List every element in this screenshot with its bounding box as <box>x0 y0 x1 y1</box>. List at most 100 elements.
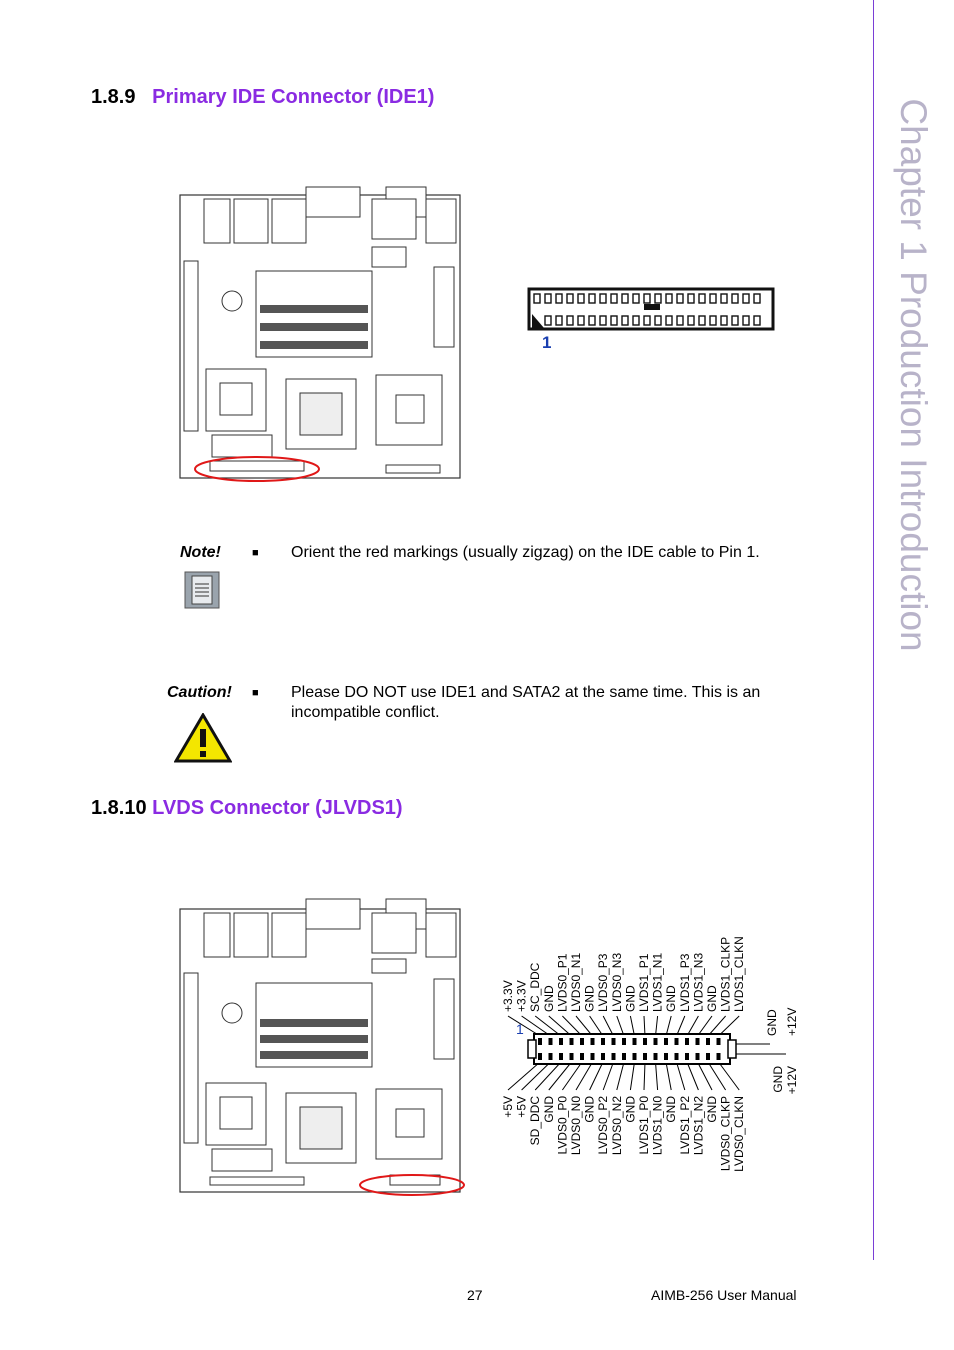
lvds-pin <box>548 1053 553 1060</box>
lvds-lead <box>629 1061 635 1091</box>
lvds-top-pin-label: LVDS1_N1 <box>651 953 665 1012</box>
lvds-pin1-label: 1 <box>516 1021 524 1037</box>
lvds-lead <box>548 1061 572 1091</box>
lvds-right-top-label: +12V <box>785 1008 799 1036</box>
lvds-top-pin-label: GND <box>583 985 597 1012</box>
lvds-lead <box>718 1061 740 1091</box>
lvds-lead <box>665 1015 672 1037</box>
lvds-pin <box>695 1053 700 1060</box>
lvds-bottom-pin-label: GND <box>623 1096 637 1123</box>
lvds-top-pin-label: LVDS0_N1 <box>569 953 583 1012</box>
ide-pin1-label: 1 <box>542 333 551 352</box>
side-rule <box>873 0 874 1260</box>
lvds-lead <box>697 1061 713 1091</box>
lvds-pin <box>622 1038 626 1045</box>
lvds-lead <box>707 1061 727 1091</box>
lvds-right-bottom-label: GND <box>771 1066 785 1093</box>
lvds-bottom-pin-label: LVDS1_P2 <box>678 1096 692 1155</box>
lvds-lead <box>589 1061 604 1091</box>
lvds-pin <box>601 1053 605 1060</box>
lvds-pin <box>716 1038 721 1045</box>
lvds-pin <box>643 1038 647 1045</box>
section-title: LVDS Connector (JLVDS1) <box>152 797 403 819</box>
lvds-lead <box>655 1061 659 1091</box>
lvds-top-pin-label: LVDS1_CLKP <box>719 937 733 1012</box>
lvds-bottom-pin-label: SD_DDC <box>528 1096 542 1146</box>
lvds-bottom-pin-label: LVDS1_N0 <box>651 1096 665 1155</box>
lvds-bottom-pin-label: LVDS0_N2 <box>610 1096 624 1155</box>
lvds-bottom-pin-label: GND <box>705 1096 719 1123</box>
lvds-pin <box>653 1038 658 1045</box>
lvds-pin <box>674 1038 679 1045</box>
lvds-lead <box>534 1015 562 1037</box>
lvds-lead <box>521 1015 551 1037</box>
lvds-pin <box>664 1053 668 1060</box>
lvds-lead <box>589 1015 604 1037</box>
note-text: Orient the red markings (usually zigzag)… <box>291 544 760 561</box>
bullet-icon: ■ <box>252 547 259 559</box>
lvds-lead <box>655 1015 659 1037</box>
lvds-pin <box>569 1038 574 1045</box>
note-label: Note! <box>180 544 221 561</box>
lvds-lead <box>616 1061 625 1091</box>
lvds-lead <box>507 1015 541 1037</box>
lvds-bottom-pin-label: LVDS0_CLKN <box>732 1096 746 1172</box>
lvds-top-pin-label: SC_DDC <box>528 962 542 1012</box>
lvds-pin <box>580 1053 584 1060</box>
lvds-pin <box>643 1053 647 1060</box>
lvds-top-pin-label: +3.3V <box>501 980 515 1012</box>
lvds-bottom-pin-label: +5V <box>501 1096 515 1118</box>
lvds-lead <box>665 1061 672 1091</box>
section-heading-ide: 1.8.9 Primary IDE Connector (IDE1) <box>91 86 434 109</box>
lvds-lead <box>718 1015 740 1037</box>
lvds-top-pin-label: LVDS0_P1 <box>555 953 569 1012</box>
lvds-pin <box>664 1038 668 1045</box>
lvds-top-pin-label: LVDS1_P3 <box>678 953 692 1012</box>
lvds-top-pin-label: GND <box>664 985 678 1012</box>
motherboard-diagram-ide <box>179 186 461 482</box>
lvds-pin <box>559 1038 563 1045</box>
lvds-top-pin-label: GND <box>705 985 719 1012</box>
lvds-lead <box>616 1015 625 1037</box>
lvds-pin <box>632 1038 637 1045</box>
lvds-pin <box>590 1038 595 1045</box>
caution-text: Please DO NOT use IDE1 and SATA2 at the … <box>291 684 761 721</box>
lvds-top-pin-label: GND <box>542 985 556 1012</box>
lvds-lead <box>561 1061 583 1091</box>
lvds-pin <box>601 1038 605 1045</box>
lvds-lead <box>507 1061 541 1091</box>
lvds-bottom-pin-label: LVDS1_N2 <box>691 1096 705 1155</box>
lvds-lead <box>602 1061 614 1091</box>
lvds-pin <box>685 1038 689 1045</box>
lvds-pin <box>538 1038 542 1045</box>
lvds-pin <box>611 1053 616 1060</box>
lvds-lead <box>562 1015 583 1037</box>
lvds-lead <box>521 1061 551 1091</box>
lvds-top-pin-label: LVDS1_N3 <box>691 953 705 1012</box>
motherboard-diagram-lvds <box>179 898 465 1196</box>
lvds-pin <box>653 1053 658 1060</box>
lvds-lead <box>686 1015 699 1037</box>
lvds-bottom-pin-label: GND <box>664 1096 678 1123</box>
lvds-pin <box>590 1053 595 1060</box>
lvds-lead <box>707 1015 726 1037</box>
section-number: 1.8.10 <box>91 797 147 819</box>
lvds-lead <box>676 1061 686 1091</box>
lvds-bottom-pin-label: LVDS0_P0 <box>555 1096 569 1155</box>
lvds-pin <box>685 1053 689 1060</box>
section-number: 1.8.9 <box>91 86 136 108</box>
lvds-lead <box>602 1015 614 1037</box>
lvds-lead <box>697 1015 713 1037</box>
lvds-pin <box>538 1053 542 1060</box>
lvds-right-top-label: GND <box>765 1009 779 1036</box>
lvds-lead <box>643 1015 646 1037</box>
lvds-pin <box>580 1038 584 1045</box>
lvds-bottom-pin-label: LVDS0_N0 <box>569 1096 583 1155</box>
lvds-lead <box>643 1061 646 1091</box>
lvds-top-pin-label: GND <box>623 985 637 1012</box>
lvds-pin <box>611 1038 616 1045</box>
lvds-lead <box>629 1015 635 1037</box>
lvds-bottom-pin-label: LVDS0_P2 <box>596 1096 610 1155</box>
lvds-top-pin-label: +3.3V <box>515 980 529 1012</box>
